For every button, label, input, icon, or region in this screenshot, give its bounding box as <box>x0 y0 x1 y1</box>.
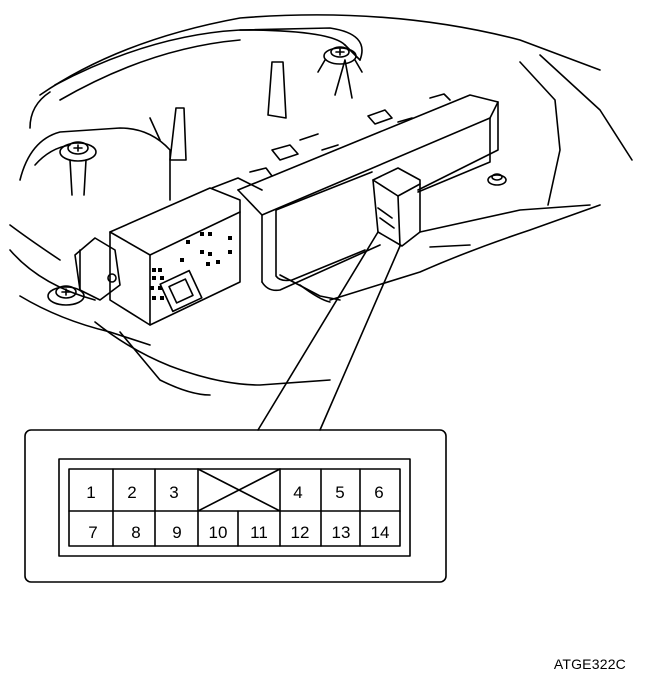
pin-5-label: 5 <box>335 483 344 502</box>
pin-2-label: 2 <box>127 483 136 502</box>
pin-10-label: 10 <box>209 523 228 542</box>
control-unit-box <box>237 93 499 292</box>
pin-9-label: 9 <box>172 523 181 542</box>
mounting-screws <box>47 46 507 306</box>
pin-11-label: 11 <box>250 523 268 542</box>
screw-top-left <box>59 141 97 196</box>
pin-labels: 1 2 3 4 5 6 7 8 9 10 11 12 13 14 <box>86 483 389 542</box>
pin-12-label: 12 <box>291 523 310 542</box>
pin-7-label: 7 <box>88 523 97 542</box>
pin-8-label: 8 <box>131 523 140 542</box>
screw-top-right <box>317 46 363 73</box>
left-connector-block <box>74 177 263 326</box>
pin-3-label: 3 <box>169 483 178 502</box>
pin-14-label: 14 <box>371 523 390 542</box>
blank-position-cross <box>197 468 281 512</box>
figure-code: ATGE322C <box>553 656 626 672</box>
pin-6-label: 6 <box>374 483 383 502</box>
diagnostic-connector-housing <box>372 167 421 247</box>
screw-bottom-left <box>47 285 85 306</box>
leader-lines <box>257 231 401 431</box>
pin-13-label: 13 <box>332 523 351 542</box>
screw-right <box>487 173 507 186</box>
connector-pin-dots <box>150 232 232 300</box>
pin-4-label: 4 <box>293 483 302 502</box>
detail-callout-box <box>24 429 447 583</box>
connector-face <box>58 458 411 557</box>
body-panel-outlines <box>9 14 633 396</box>
left-cover <box>19 117 171 201</box>
pin-1-label: 1 <box>86 483 95 502</box>
support-posts <box>169 59 353 161</box>
